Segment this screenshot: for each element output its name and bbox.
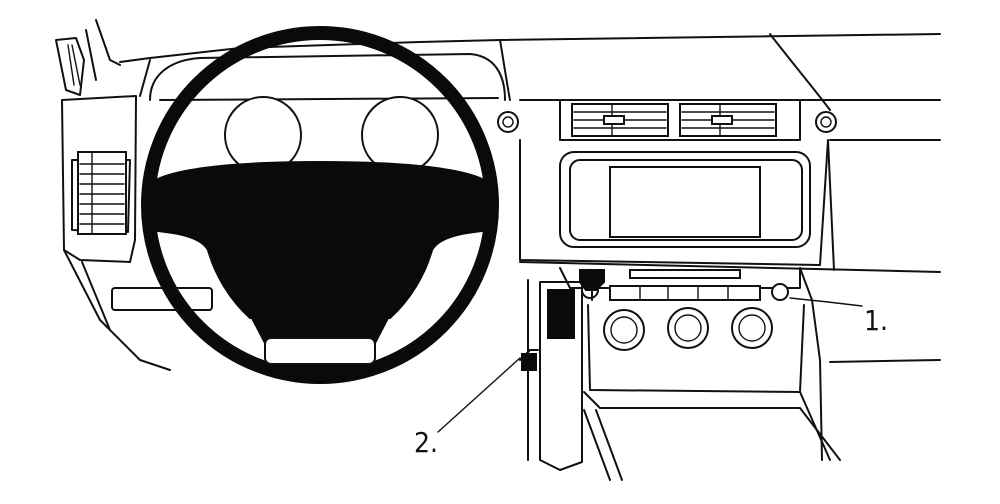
right-dash-edge <box>799 139 941 461</box>
climate-button-strip <box>609 285 761 301</box>
left-air-vent <box>77 151 127 235</box>
dashboard-top <box>119 33 941 141</box>
instrument-cluster-hood <box>139 53 506 101</box>
mount-bracket[interactable] <box>579 269 605 301</box>
console-knob-small <box>771 283 789 301</box>
callout-2-leader <box>437 357 521 433</box>
callout-2-label: 2. <box>414 426 438 459</box>
tachometer-gauge <box>361 96 439 174</box>
console-column-left <box>519 279 583 471</box>
steering-wheel-icon[interactable] <box>141 26 499 384</box>
infotainment-screen <box>519 139 829 266</box>
instrument-gauges <box>224 96 439 174</box>
climate-dial-center <box>667 307 709 349</box>
dash-speaker-right <box>815 111 837 133</box>
climate-dial-left <box>603 309 645 351</box>
callout-1-label: 1. <box>864 304 888 337</box>
mount-point-icon[interactable] <box>547 289 575 339</box>
center-air-vents <box>559 99 801 141</box>
left-switch-panel <box>111 287 213 311</box>
dash-speaker-left <box>497 111 519 133</box>
callout-1-leader <box>789 297 863 307</box>
steering-horn-pad <box>264 337 376 365</box>
left-pillar <box>55 19 121 96</box>
climate-dial-right <box>731 307 773 349</box>
